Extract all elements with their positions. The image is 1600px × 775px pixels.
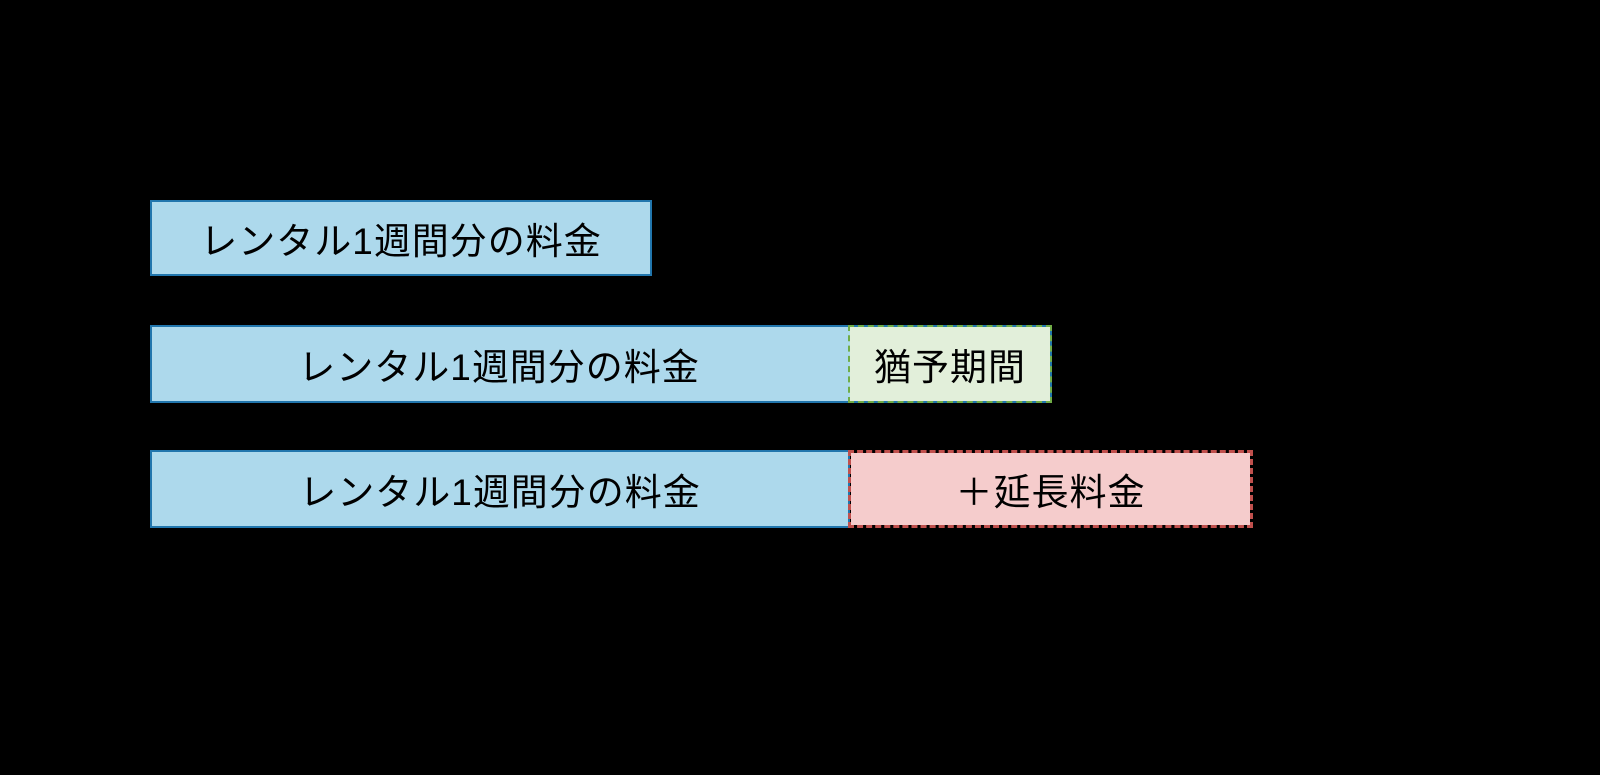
extension-fee-label: ＋延長料金: [955, 472, 1146, 513]
rental-fee-label: レンタル1週間分の料金: [298, 347, 700, 388]
rental-fee-segment: レンタル1週間分の料金: [150, 325, 848, 403]
rental-fee-label: レンタル1週間分の料金: [200, 221, 602, 262]
grace-period-label: 猶予期間: [874, 347, 1026, 388]
rental-fee-label: レンタル1週間分の料金: [299, 472, 701, 513]
bar-rental-with-extension: レンタル1週間分の料金: [150, 450, 850, 528]
extension-fee-segment: ＋延長料金: [848, 450, 1253, 528]
grace-period-segment: 猶予期間: [848, 325, 1052, 403]
bar-rental-with-grace: レンタル1週間分の料金 猶予期間: [150, 325, 1052, 403]
bar-rental-one-week: レンタル1週間分の料金: [150, 200, 652, 276]
